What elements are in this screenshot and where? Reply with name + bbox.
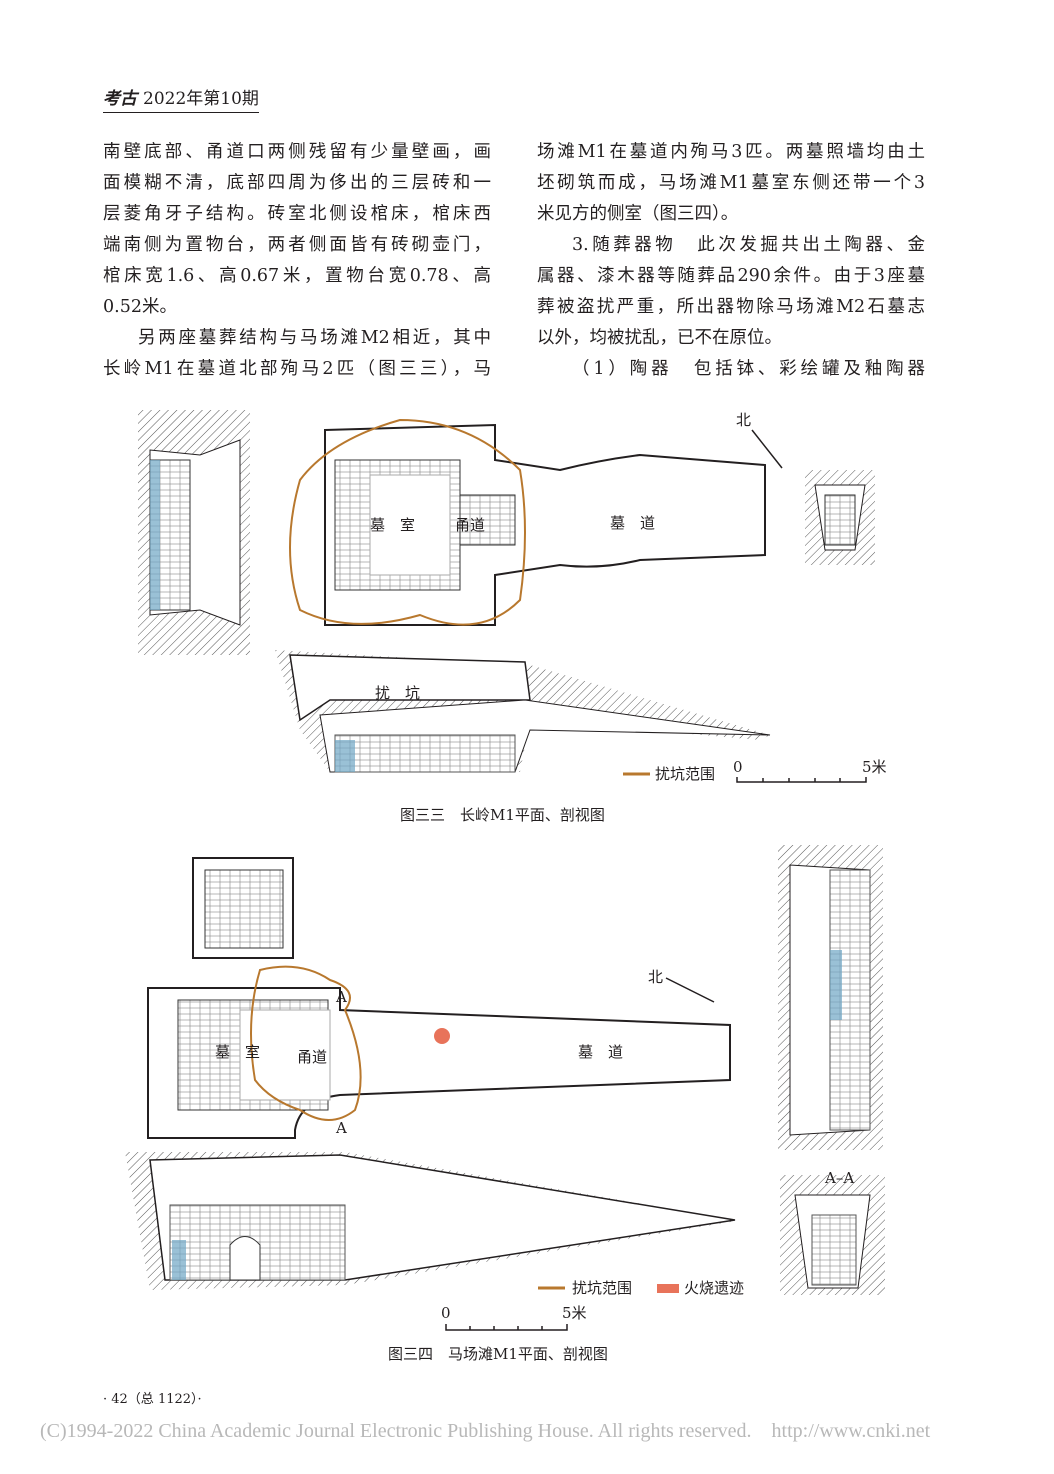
side-chamber-plan (192, 857, 294, 959)
north-label: 北 (736, 411, 751, 429)
fire-trace-mark (434, 1028, 450, 1044)
figure-34-drawing: 墓 室 甬道 墓 道 A A 北 A–A 扰坑范围 火烧遗迹 0 5米 (125, 845, 885, 1331)
profile-view (125, 1152, 736, 1290)
text-line: 3.随葬器物 此次发掘共出土陶器、金 (572, 235, 925, 255)
copyright-notice: (C)1994-2022 China Academic Journal Elec… (40, 1420, 931, 1442)
text-line: 面模糊不清，底部四周为侈出的三层砖和一 (103, 173, 491, 193)
legend-pit-label: 扰坑范围 (655, 765, 715, 783)
pit-label: 扰 坑 (375, 684, 420, 702)
north-label: 北 (648, 968, 663, 986)
corridor-label: 甬道 (297, 1048, 327, 1066)
text-line: （1）陶器 包括钵、彩绘罐及釉陶器 (572, 359, 925, 379)
text-line: 葬被盗扰严重，所出器物除马场滩M2石墓志 (537, 297, 925, 317)
scale-start: 0 (441, 1304, 451, 1322)
text-line: 南壁底部、甬道口两侧残留有少量壁画，画 (103, 142, 491, 162)
legend-pit-label: 扰坑范围 (572, 1279, 632, 1297)
figure-33-drawing: 墓 室 甬道 墓 道 北 扰 坑 扰坑范围 0 5米 (138, 410, 887, 783)
legend-fire-swatch (657, 1284, 679, 1293)
aa-section: A–A (780, 1169, 885, 1295)
text-line: 属器、漆木器等随葬品290余件。由于3座墓 (537, 266, 925, 286)
east-section (805, 470, 875, 565)
issue-label: 2022年第10期 (143, 89, 259, 109)
section-a-bottom: A (335, 1119, 347, 1137)
scale-bar (445, 1324, 568, 1331)
text-line: 米见方的侧室（图三四）。 (537, 204, 739, 224)
figure-33-caption: 图三三 长岭M1平面、剖视图 (400, 806, 605, 824)
aa-label: A–A (824, 1169, 854, 1187)
running-header: 考古 2022年第10期 (103, 84, 259, 113)
text-line: 另两座墓葬结构与马场滩M2相近，其中 (138, 328, 491, 348)
figure-34-caption: 图三四 马场滩M1平面、剖视图 (388, 1345, 608, 1363)
right-column: 场滩M1在墓道内殉马3匹。两墓照墙均由土 坯砌筑而成，马场滩M1墓室东侧还带一个… (537, 137, 925, 385)
passage-label: 墓 道 (610, 514, 655, 532)
north-arrow-icon (751, 429, 783, 469)
text-line: 0.52米。 (103, 297, 177, 317)
text-line: 棺床宽1.6、高0.67米，置物台宽0.78、高 (103, 266, 491, 286)
text-line: 以外，均被扰乱，已不在原位。 (537, 328, 782, 348)
text-line: 场滩M1在墓道内殉马3匹。两墓照墙均由土 (537, 142, 925, 162)
west-section (138, 410, 250, 655)
scale-end: 5米 (862, 758, 887, 776)
east-section (778, 845, 883, 1150)
journal-logo: 考古 (103, 89, 137, 109)
plan-view: 墓 室 甬道 墓 道 A A 北 (147, 965, 731, 1139)
section-a-top: A (335, 988, 347, 1006)
text-line: 长岭M1在墓道北部殉马2匹（图三三），马 (103, 359, 491, 379)
left-column: 南壁底部、甬道口两侧残留有少量壁画，画 面模糊不清，底部四周为侈出的三层砖和一 … (103, 137, 491, 385)
corridor-label: 甬道 (455, 516, 485, 534)
plan-view: 墓 室 甬道 墓 道 北 (289, 411, 783, 626)
page-number: · 42（总 1122）· (103, 1392, 202, 1407)
north-arrow-icon (665, 977, 715, 1003)
text-line: 坯砌筑而成，马场滩M1墓室东侧还带一个3 (537, 173, 925, 193)
passage-label: 墓 道 (578, 1043, 623, 1061)
text-line: 端南侧为置物台，两者侧面皆有砖砌壶门， (103, 235, 491, 255)
legend-fire-label: 火烧遗迹 (684, 1279, 744, 1297)
text-line: 层菱角牙子结构。砖室北侧设棺床，棺床西 (103, 204, 491, 224)
scale-start: 0 (733, 758, 743, 776)
scale-bar (736, 777, 867, 783)
chamber-label: 墓 室 (370, 516, 415, 534)
scale-end: 5米 (562, 1304, 587, 1322)
chamber-label: 墓 室 (215, 1043, 260, 1061)
profile-view: 扰 坑 (275, 650, 771, 773)
